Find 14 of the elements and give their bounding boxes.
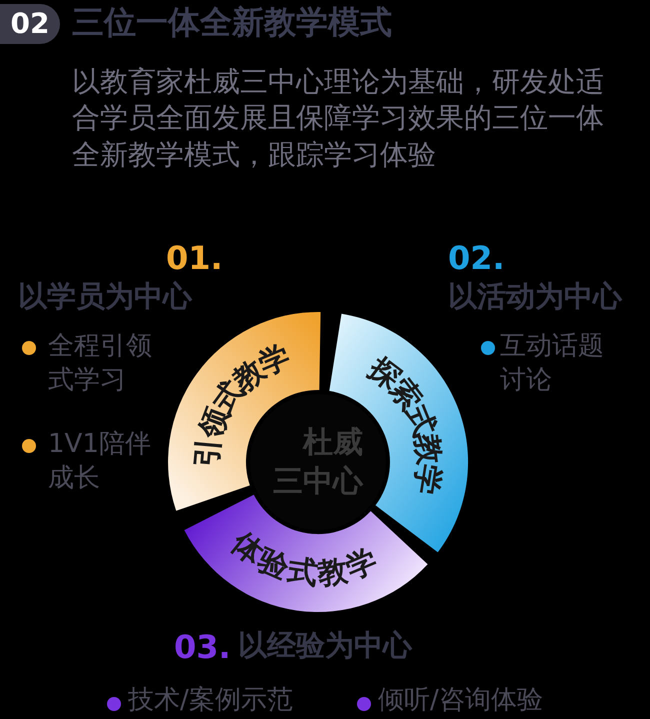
item-number: 03.: [174, 627, 231, 668]
item-heading: 以经验为中心: [238, 627, 412, 664]
bullet-text: 技术/案例示范: [128, 684, 293, 717]
description-text: 以教育家杜威三中心理论为基础，研发处适合学员全面发展且保障学习效果的三位一体全新教学模式，跟踪学习体验: [72, 64, 605, 173]
item-number: 02.: [448, 238, 505, 279]
bullet-text: 倾听/咨询体验: [378, 684, 543, 717]
title: 三位一体全新教学模式: [72, 2, 392, 43]
bullet-text: 1V1陪伴成长: [48, 428, 152, 495]
item-heading: 以活动为中心: [448, 278, 622, 315]
bullet-text: 互动话题讨论: [500, 330, 605, 397]
section-number-badge: 02: [0, 4, 60, 44]
bullet-text: 全程引领式学习: [48, 330, 153, 397]
item-number: 01.: [166, 238, 223, 279]
item-heading: 以学员为中心: [18, 278, 192, 315]
